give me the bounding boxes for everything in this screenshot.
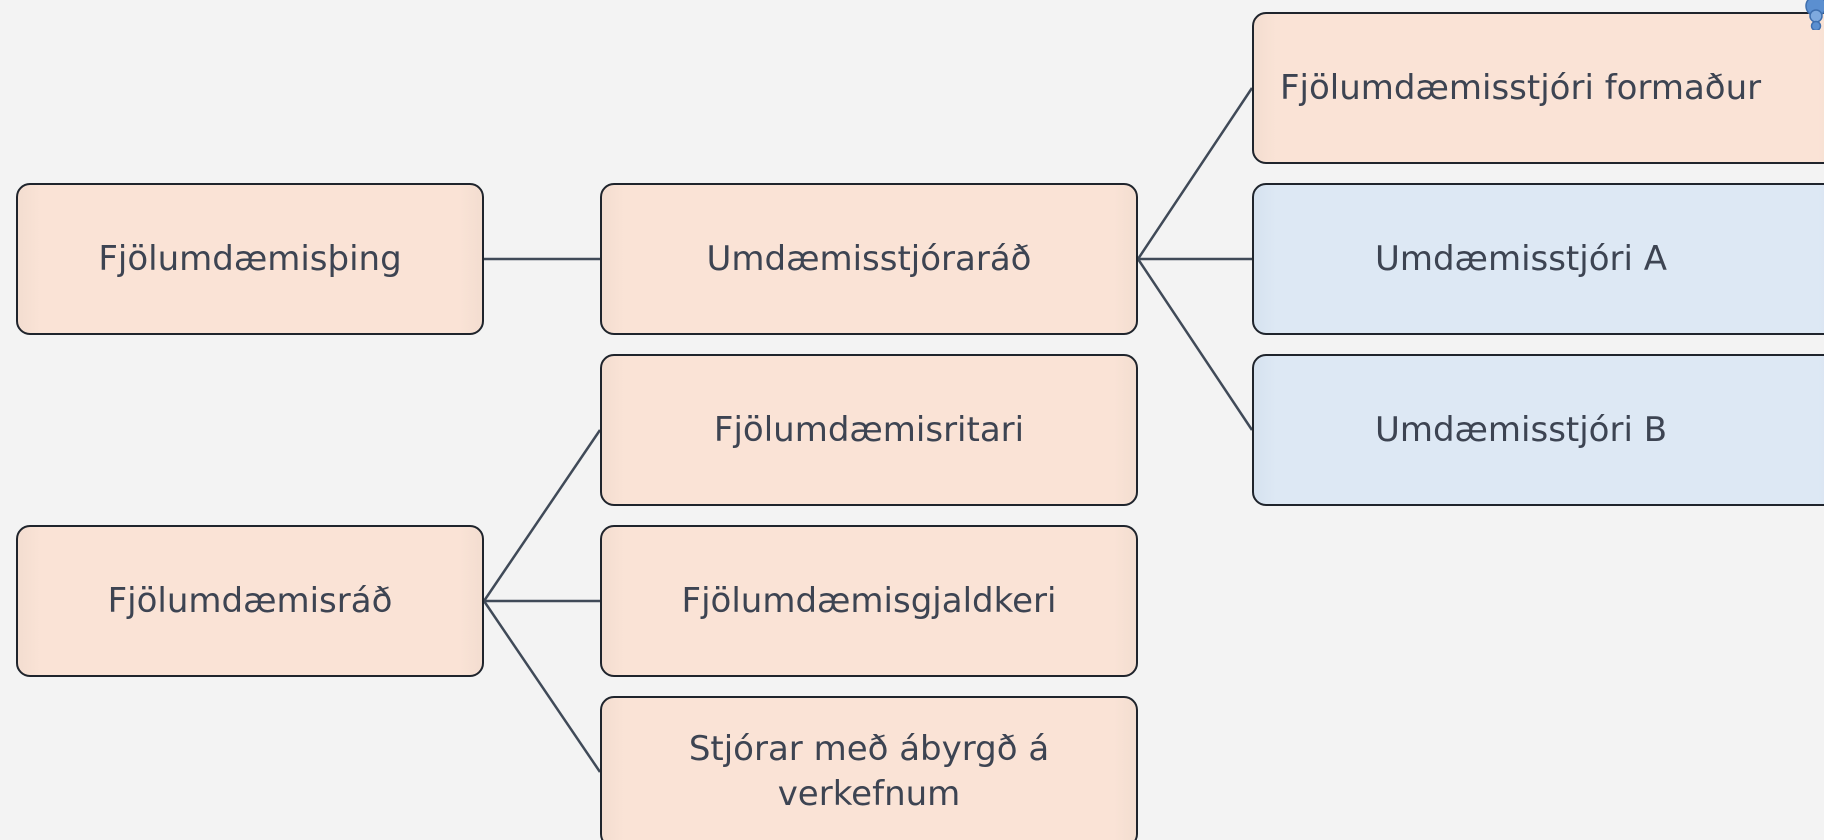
- connector-umdaemisstjorarad-to-formadur: [1136, 87, 1254, 260]
- node-stjorar-med-abyrgd: Stjórar með ábyrgð á verkefnum: [600, 696, 1138, 840]
- node-fjolumdaemisthing-label: Fjölumdæmisþing: [98, 238, 402, 279]
- node-stjori-a-label: Umdæmisstjóri A: [1374, 238, 1668, 279]
- node-umdaemisstjorarad: Umdæmisstjóraráð: [600, 183, 1138, 335]
- node-stjorar-label: Stjórar með ábyrgð á verkefnum: [689, 727, 1049, 817]
- node-stjori-b-label: Umdæmisstjóri B: [1374, 409, 1668, 450]
- node-stjorar-label-line2: verkefnum: [777, 774, 961, 814]
- connector-rad-to-ritari: [482, 429, 602, 602]
- node-fjolumdaemisritari: Fjölumdæmisritari: [600, 354, 1138, 506]
- node-gjaldkeri-label: Fjölumdæmisgjaldkeri: [681, 580, 1057, 621]
- node-rad-label: Fjölumdæmisráð: [107, 580, 393, 621]
- connector-umdaemisstjorarad-to-stjori-b: [1136, 258, 1254, 431]
- connector-rad-to-stjorar: [482, 600, 602, 773]
- node-formadur-label: Fjölumdæmisstjóri formaður: [1280, 67, 1762, 108]
- node-umdaemisstjorarad-label: Umdæmisstjóraráð: [706, 238, 1032, 279]
- node-fjolumdaemisstjori-formadur: Fjölumdæmisstjóri formaður: [1252, 12, 1824, 164]
- user-icon[interactable]: [1798, 0, 1824, 30]
- node-umdaemisstjori-b: Umdæmisstjóri B: [1252, 354, 1824, 506]
- node-stjorar-label-line1: Stjórar með ábyrgð á: [688, 729, 1050, 770]
- node-fjolumdaemisthing: Fjölumdæmisþing: [16, 183, 484, 335]
- node-fjolumdaemisrad: Fjölumdæmisráð: [16, 525, 484, 677]
- node-ritari-label: Fjölumdæmisritari: [713, 409, 1025, 450]
- node-umdaemisstjori-a: Umdæmisstjóri A: [1252, 183, 1824, 335]
- node-fjolumdaemisgjaldkeri: Fjölumdæmisgjaldkeri: [600, 525, 1138, 677]
